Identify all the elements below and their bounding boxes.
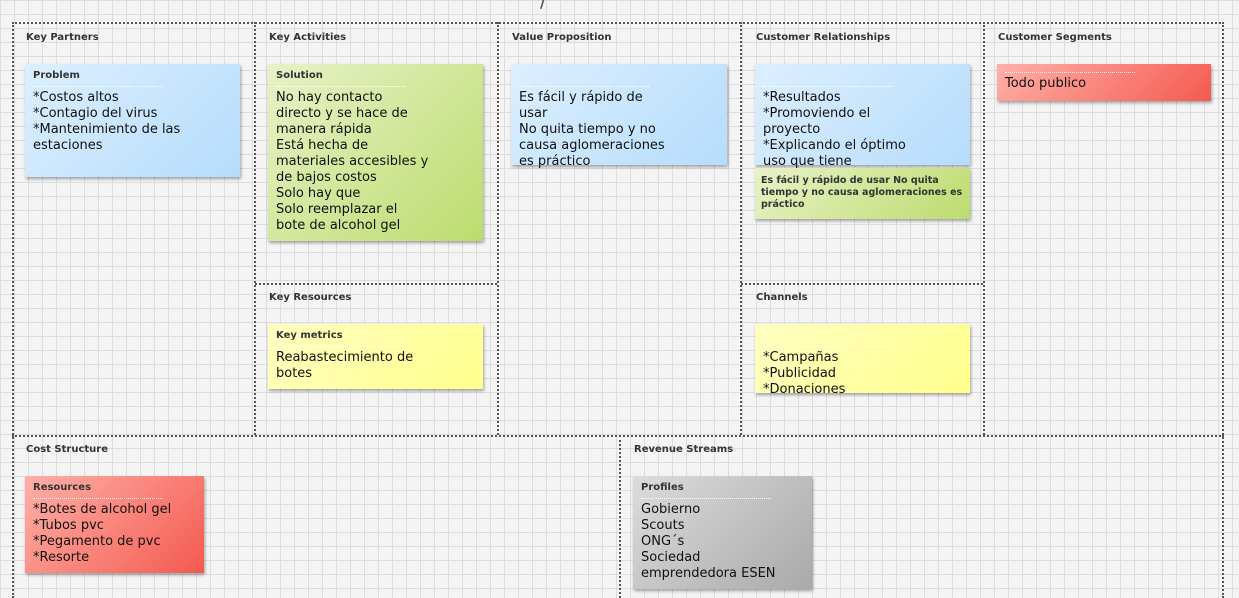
note-separator [641, 498, 771, 499]
customer-segments-title: Customer Segments [998, 32, 1112, 43]
note-separator [33, 498, 163, 499]
right-border [1222, 22, 1224, 598]
note-title: Resources [33, 482, 92, 493]
key-metrics-note[interactable]: Key metrics Reabastecimiento de botes [268, 324, 483, 389]
top-glyph: / [540, 0, 547, 12]
note-body: Gobierno Scouts ONG´s Sociedad emprended… [641, 502, 776, 581]
channels-note[interactable]: *Campañas *Publicidad *Donaciones [755, 324, 970, 397]
note-body: *Campañas *Publicidad *Donaciones [763, 350, 846, 397]
note-separator [519, 86, 649, 87]
note-separator [1005, 72, 1135, 73]
note-separator [276, 86, 406, 87]
note-separator [276, 346, 406, 347]
key-partners-title: Key Partners [26, 32, 99, 43]
solution-note[interactable]: Solution No hay contacto directo y se ha… [268, 64, 483, 241]
bottom-divider [619, 435, 621, 598]
resources-note[interactable]: Resources *Botes de alcohol gel *Tubos p… [25, 476, 204, 573]
value-proposition-note[interactable]: Es fácil y rápido de usar No quita tiemp… [511, 64, 727, 169]
profiles-note[interactable]: Profiles Gobierno Scouts ONG´s Sociedad … [633, 476, 812, 589]
note-title: Key metrics [276, 330, 343, 341]
value-proposition-title: Value Proposition [512, 32, 612, 43]
customer-relationships-note[interactable]: *Resultados *Promoviendo el proyecto *Ex… [755, 64, 970, 169]
key-activities-divider [255, 283, 497, 285]
left-border [12, 22, 14, 598]
note-body: *Resultados *Promoviendo el proyecto *Ex… [763, 90, 906, 169]
column-divider-2 [497, 22, 499, 435]
note-body: *Costos altos *Contagio del virus *Mante… [33, 90, 181, 153]
middle-border [12, 435, 1224, 437]
customer-relationships-title: Customer Relationships [756, 32, 891, 43]
problem-note[interactable]: Problem *Costos altos *Contagio del viru… [25, 64, 240, 177]
note-body: No hay contacto directo y se hace de man… [276, 90, 429, 233]
top-border [12, 22, 1224, 24]
revenue-streams-title: Revenue Streams [634, 444, 734, 455]
note-title: Solution [276, 70, 323, 81]
note-title: Profiles [641, 482, 684, 493]
relationships-green-note[interactable]: Es fácil y rápido de usar No quita tiemp… [755, 168, 970, 219]
column-divider-4 [983, 22, 985, 435]
column-divider-1 [254, 22, 256, 435]
customer-segments-note[interactable]: Todo publico [997, 64, 1211, 101]
note-separator [33, 86, 163, 87]
note-title [763, 70, 962, 83]
note-body: Todo publico [1005, 76, 1087, 91]
note-body: *Botes de alcohol gel *Tubos pvc *Pegame… [33, 502, 172, 565]
column-divider-3 [740, 22, 742, 435]
customer-relationships-divider [741, 283, 983, 285]
cost-structure-title: Cost Structure [26, 444, 108, 455]
note-body: Es fácil y rápido de usar No quita tiemp… [519, 90, 665, 169]
key-resources-title: Key Resources [269, 292, 352, 303]
key-activities-title: Key Activities [269, 32, 347, 43]
note-separator [763, 346, 893, 347]
note-title [763, 330, 962, 343]
note-title: Problem [33, 70, 80, 81]
note-title [519, 70, 719, 83]
note-body: Es fácil y rápido de usar No quita tiemp… [761, 175, 963, 210]
note-body: Reabastecimiento de botes [276, 350, 414, 381]
channels-title: Channels [756, 292, 808, 303]
note-separator [763, 86, 893, 87]
